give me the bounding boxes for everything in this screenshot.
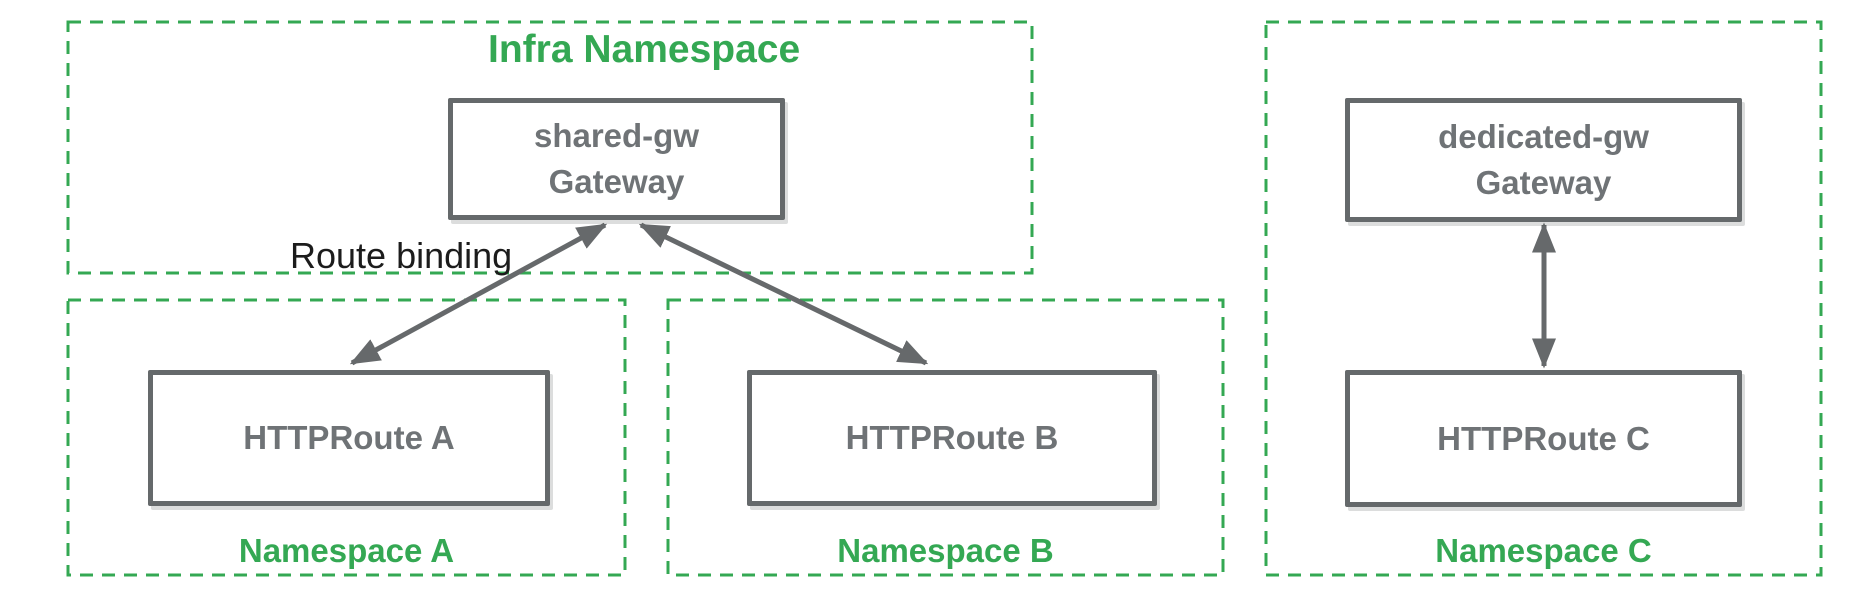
httproute-a-node: HTTPRoute A — [148, 370, 550, 506]
namespace-a-border — [66, 298, 627, 577]
infra-namespace-title: Infra Namespace — [488, 28, 801, 71]
namespace-c-border — [1264, 20, 1823, 577]
httproute-b-label: HTTPRoute B — [845, 419, 1059, 456]
dedicated-gateway-kind: Gateway — [1475, 164, 1612, 201]
route-binding-arrow-b — [638, 222, 929, 366]
namespace-c-label: Namespace C — [1435, 532, 1652, 569]
httproute-c-label: HTTPRoute C — [1437, 419, 1650, 457]
route-binding-label: Route binding — [290, 235, 513, 276]
route-binding-arrow-a — [349, 222, 608, 366]
namespace-b-label: Namespace B — [837, 532, 1054, 569]
shared-gateway-node: shared-gw Gateway — [448, 98, 785, 220]
httproute-b-node: HTTPRoute B — [747, 370, 1157, 506]
shared-gateway-name: shared-gw — [533, 117, 700, 154]
shared-gateway-kind: Gateway — [548, 163, 685, 200]
dedicated-gateway-name: dedicated-gw — [1438, 118, 1649, 155]
dedicated-gateway-node: dedicated-gw Gateway — [1345, 98, 1742, 222]
httproute-a-label: HTTPRoute A — [243, 419, 455, 456]
namespace-b-border — [666, 298, 1225, 577]
namespace-a-label: Namespace A — [238, 532, 455, 569]
httproute-c-node: HTTPRoute C — [1345, 370, 1742, 507]
